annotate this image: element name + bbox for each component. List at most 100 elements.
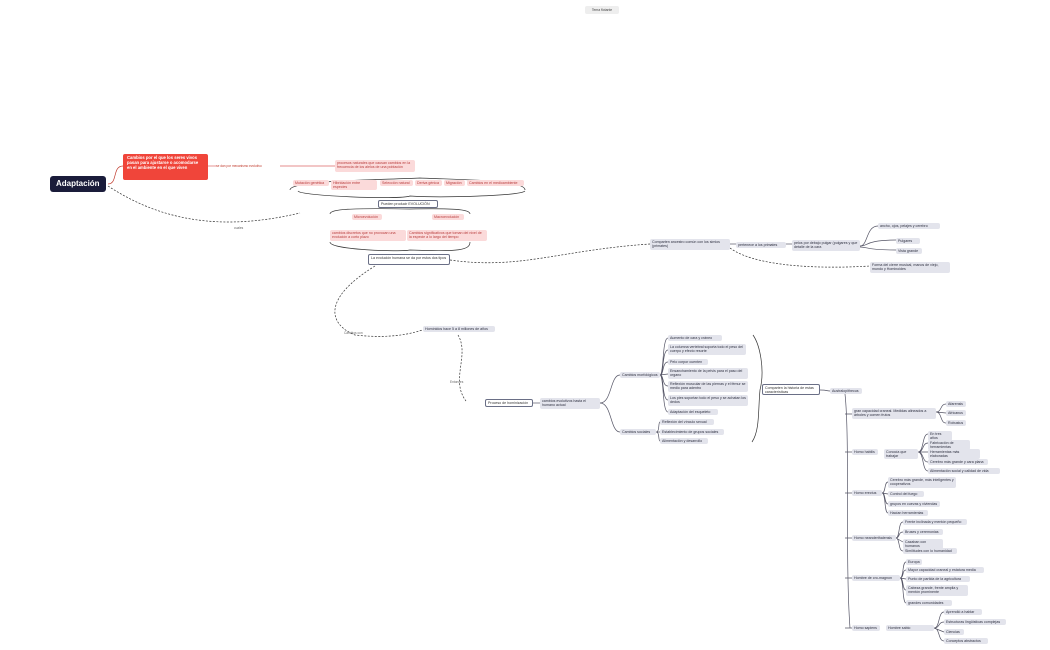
habilis-item-3[interactable]: Cerebro más grande y cara plana: [928, 459, 988, 466]
floating-topic[interactable]: Tema flotante: [585, 6, 619, 14]
micro-node[interactable]: Microevolución: [352, 214, 382, 221]
austral-item-3[interactable]: Robustus: [946, 420, 966, 427]
link-label-entonces: Entonces: [450, 380, 464, 384]
links-austral-items: [935, 403, 947, 424]
austral-item-0[interactable]: gran capacidad craneal. Medidas alineado…: [852, 408, 936, 419]
trait-node-1[interactable]: Pulgares: [896, 238, 920, 245]
social-item-1[interactable]: Establecimiento de grupos sociales: [660, 429, 724, 436]
modern-node[interactable]: Hombre de cro-magnon: [852, 575, 900, 582]
morph-node[interactable]: Cambios morfológicos: [620, 372, 660, 379]
mechanism-node-5[interactable]: Cambios en el medioambiente: [467, 180, 524, 187]
erectus-item-1[interactable]: Control del fuego: [888, 491, 924, 498]
human-evolution-node[interactable]: La evolución humana se da por estos dos …: [368, 254, 450, 265]
micro-def-node[interactable]: cambios discretos que no provocan una ev…: [330, 230, 406, 241]
link-hominins-hominization: [457, 334, 467, 402]
link-primates-mammals: [729, 247, 871, 268]
bracket-micro-macro: [329, 208, 471, 215]
sapiens-item-2[interactable]: Ciencias: [944, 629, 964, 636]
social-item-2[interactable]: Alimentación y desarrollo: [660, 438, 708, 445]
link-label-cambios: Cambios con: [344, 331, 363, 335]
erectus-item-3[interactable]: Hacían herramientas: [888, 510, 928, 517]
primates-node[interactable]: Comparten ancestro común con los simios …: [650, 239, 730, 250]
social-item-0[interactable]: Reflexión del vínculo sexual: [660, 419, 714, 426]
links-sapiens-items: [933, 611, 945, 642]
hom-changes-node[interactable]: cambios evolutivos hasta el humano actua…: [540, 398, 600, 409]
neander-item-0[interactable]: Frente inclinada y mentón pequeño: [903, 519, 967, 526]
trait-node-2[interactable]: Vista grande: [896, 248, 922, 255]
social-node[interactable]: Cambios sociales: [620, 429, 656, 436]
sapiens-node[interactable]: Homo sapiens: [852, 625, 880, 632]
link-species-spine: [844, 393, 851, 629]
trait-node-0[interactable]: ancho, ojos, pelajes y cerebro: [878, 223, 940, 230]
link-trait-2: [859, 239, 897, 247]
habilis-item-2[interactable]: Herramientas más elaboradas: [928, 449, 980, 460]
neander-node[interactable]: Homo neanderthalensis: [852, 535, 896, 542]
morph-item-4[interactable]: Reflexión muscular de las piernas y el f…: [668, 381, 748, 392]
bracket-right: [751, 334, 763, 443]
modern-item-1[interactable]: Mayor capacidad craneal y estatura media: [906, 567, 984, 574]
mechanism-node-4[interactable]: Migración: [444, 180, 465, 187]
neander-item-1[interactable]: Bruses y ceremonias: [903, 529, 943, 536]
bracket-bottom: [297, 190, 526, 198]
links-morph-items: [659, 337, 669, 413]
sapiens-item-1[interactable]: Estructuras lingüísticas complejas: [944, 619, 1006, 626]
habilis-node[interactable]: Homo habilis: [852, 449, 878, 456]
erectus-node[interactable]: Homo erectus: [852, 490, 882, 497]
austral-item-2[interactable]: Africanus: [946, 410, 966, 417]
link-species-austral: [819, 389, 831, 392]
links-erectus-items: [881, 481, 889, 514]
link-social: [599, 402, 621, 433]
neander-item-2[interactable]: Cazaban con humanos: [903, 539, 943, 550]
link-label-mechanism: se dan por mecanismo evolutivo: [216, 164, 262, 168]
hominization-node[interactable]: Proceso de hominización: [485, 399, 533, 408]
habilis-sub-node[interactable]: Conocía que trabajar: [884, 449, 918, 460]
neander-item-3[interactable]: Similitudes con lo humanidad: [903, 548, 957, 555]
links-habilis-items: [917, 433, 929, 472]
link-evo-hominins: [334, 265, 424, 337]
links-species: [845, 413, 852, 629]
morph-item-5[interactable]: Los pies soportan todo el peso y se acha…: [668, 395, 748, 406]
modern-item-4[interactable]: grandes comunidades: [906, 600, 952, 607]
morph-item-0[interactable]: Aumento de cara y cráneo: [668, 335, 722, 342]
macro-def-node[interactable]: Cambios significativos que toman del niv…: [407, 230, 487, 241]
links-modern-items: [899, 561, 907, 604]
sapiens-item-0[interactable]: Aprendió a hablar: [944, 609, 982, 616]
evolution-node[interactable]: Pueden producir EVOLUCIÓN: [378, 200, 438, 209]
habilis-item-4[interactable]: Alimentación social y calidad de vida: [928, 468, 1000, 475]
mechanism-node-0[interactable]: Mutación genética: [293, 180, 329, 187]
austral-item-1[interactable]: Afarensis: [946, 401, 966, 408]
morph-item-1[interactable]: La columna vertebral soporta todo el pes…: [668, 344, 746, 355]
belongs-node[interactable]: pertenece a los primates: [736, 242, 786, 249]
modern-item-2[interactable]: Punto de partida de la agricultura: [906, 576, 970, 583]
hominins-node[interactable]: Homínidos hace 5 a 8 millones de años: [423, 326, 495, 333]
erectus-item-2[interactable]: grupos en cuevas y viviendas: [888, 501, 940, 508]
sapiens-sub-node[interactable]: Hombre sabio: [886, 625, 934, 632]
modern-item-0[interactable]: Europa: [906, 559, 922, 566]
mechanism-node-3[interactable]: Deriva génica: [415, 180, 442, 187]
link-root-evolution: [107, 185, 301, 223]
root-node[interactable]: Adaptación: [50, 176, 106, 192]
link-root-definition: [107, 165, 124, 185]
traits-label-node[interactable]: pelos por debajo pulgar (pulgares y que …: [792, 240, 860, 251]
erectus-item-0[interactable]: Cerebro más grande, más inteligentes y c…: [888, 477, 956, 488]
mechanisms-label-node[interactable]: procesos naturales que causan cambios en…: [335, 160, 415, 172]
austral-node[interactable]: Australopithecus: [830, 388, 862, 395]
morph-item-3[interactable]: Ensanchamiento de la pelvis para el paso…: [668, 368, 748, 379]
link-label-cuales: cuales: [234, 226, 244, 230]
mechanism-node-2[interactable]: Selección natural: [380, 180, 413, 187]
link-morph: [599, 374, 621, 404]
macro-node[interactable]: Macroevolución: [432, 214, 464, 221]
sapiens-item-3[interactable]: Conceptos abstractos: [944, 638, 988, 645]
mammals-node[interactable]: Forma del cierre musical, manos de viejo…: [870, 262, 950, 273]
species-share-node[interactable]: Comparten la historia de estas caracterí…: [762, 384, 820, 395]
link-trait-1: [859, 225, 879, 247]
morph-item-6[interactable]: Adaptación del esqueleto: [668, 409, 718, 416]
habilis-item-1[interactable]: Fabricación de herramientas: [928, 440, 970, 451]
morph-item-2[interactable]: Pelo corpor cuenten: [668, 359, 708, 366]
mechanism-node-1[interactable]: Hibridación entre especies: [331, 180, 377, 191]
definition-node[interactable]: Cambios por el que los seres vivos pasan…: [123, 154, 208, 180]
habilis-item-0[interactable]: En tres años: [928, 431, 952, 442]
modern-item-3[interactable]: Cabeza grande, frente amplia y mentón pr…: [906, 585, 968, 596]
